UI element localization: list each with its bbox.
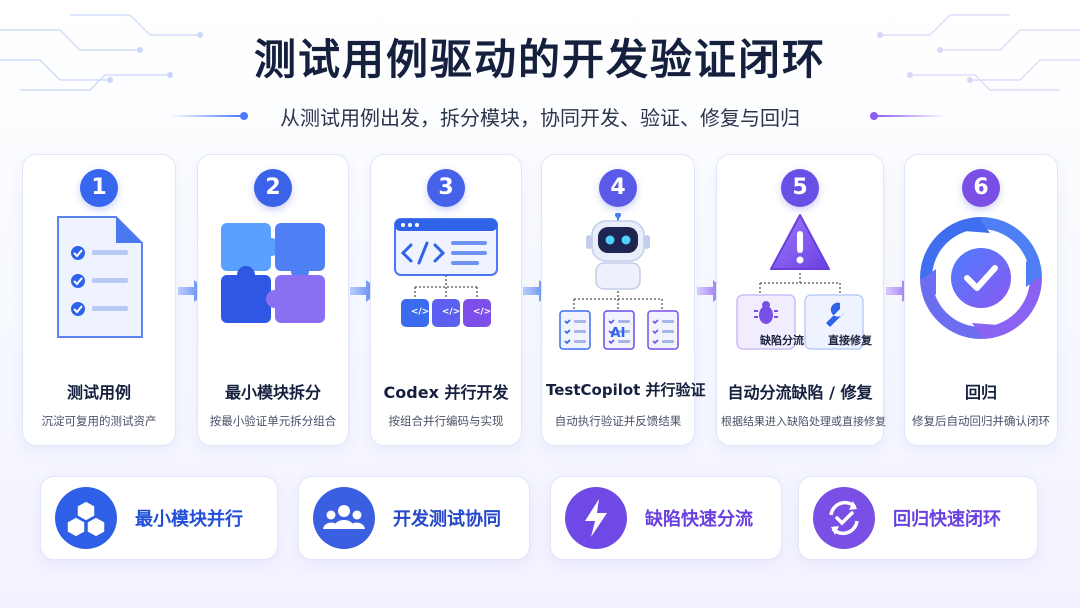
step-title: 测试用例 bbox=[66, 383, 131, 402]
subtitle-rule-left bbox=[170, 115, 242, 117]
subtitle-dot-left bbox=[240, 112, 248, 120]
robot-ai-label: AI bbox=[610, 326, 626, 341]
code-window-icon bbox=[394, 218, 498, 327]
feature-card-4: 回归快速闭环 bbox=[798, 476, 1038, 560]
puzzle-icon bbox=[221, 223, 325, 323]
step-title: 最小模块拆分 bbox=[224, 383, 321, 402]
step-number-badge: 5 bbox=[781, 169, 819, 207]
cycle-check-icon bbox=[920, 217, 1042, 339]
step-card-6: 6 回归 修复后自动回归并确认闭环 bbox=[904, 154, 1058, 446]
feature-label: 开发测试协同 bbox=[393, 509, 501, 530]
test-document-icon bbox=[57, 216, 143, 338]
team-icon bbox=[313, 487, 375, 549]
feature-card-1: 最小模块并行 bbox=[40, 476, 278, 560]
step-card-3: 3 </> </> </> Codex 并行开发 按组合并行编码与实现 bbox=[370, 154, 522, 446]
step-title: TestCopilot 并行验证 bbox=[546, 381, 706, 399]
step-description: 按组合并行编码与实现 bbox=[388, 414, 504, 428]
branch-defect-label: 缺陷分流 bbox=[760, 334, 804, 347]
wrench-icon bbox=[826, 302, 844, 327]
step-description: 自动执行验证并反馈结果 bbox=[554, 414, 682, 428]
step-description: 根据结果进入缺陷处理或直接修复 bbox=[721, 415, 886, 428]
step-card-5: 5 缺陷分流 直接修复 自动分流缺陷 / 修复 根据结果进入缺陷处理或直接修复 bbox=[716, 154, 886, 446]
feature-label: 最小模块并行 bbox=[135, 509, 243, 530]
step-description: 按最小验证单元拆分组合 bbox=[209, 414, 337, 428]
refresh-check-icon bbox=[813, 487, 875, 549]
step-title: Codex 并行开发 bbox=[383, 383, 509, 402]
robot-icon bbox=[559, 213, 679, 350]
step-description: 修复后自动回归并确认闭环 bbox=[912, 414, 1050, 428]
cubes-icon bbox=[55, 487, 117, 549]
page-title: 测试用例驱动的开发验证闭环 bbox=[253, 35, 826, 84]
page-subtitle: 从测试用例出发，拆分模块，协同开发、验证、修复与回归 bbox=[280, 106, 800, 130]
code-glyph-label: </> bbox=[441, 307, 461, 317]
lightning-icon bbox=[565, 487, 627, 549]
step-card-2: 2 最小模块拆分 按最小验证单元拆分组合 bbox=[197, 154, 349, 446]
step-title: 回归 bbox=[964, 383, 997, 402]
step-number-badge: 4 bbox=[599, 169, 637, 207]
feature-label: 回归快速闭环 bbox=[893, 509, 1001, 530]
bug-icon bbox=[754, 301, 778, 324]
subtitle-rule-right bbox=[874, 115, 946, 117]
step-number-badge: 2 bbox=[254, 169, 292, 207]
step-number-badge: 3 bbox=[427, 169, 465, 207]
step-card-1: 1 测试用例 沉淀可复用的测试资产 bbox=[22, 154, 176, 446]
feature-card-2: 开发测试协同 bbox=[298, 476, 530, 560]
code-glyph-label: </> bbox=[410, 307, 430, 317]
circuit-decoration-right bbox=[877, 14, 1080, 91]
feature-card-3: 缺陷快速分流 bbox=[550, 476, 782, 560]
step-number-badge: 1 bbox=[80, 169, 118, 207]
circuit-decoration-left bbox=[0, 14, 203, 91]
step-title: 自动分流缺陷 / 修复 bbox=[727, 383, 873, 402]
step-card-4: 4 AI T bbox=[541, 154, 706, 446]
warning-icon bbox=[736, 214, 864, 350]
step-number-badge: 6 bbox=[962, 169, 1000, 207]
feature-label: 缺陷快速分流 bbox=[645, 509, 753, 530]
branch-fix-label: 直接修复 bbox=[828, 334, 872, 347]
step-description: 沉淀可复用的测试资产 bbox=[41, 414, 157, 428]
code-glyph-label: </> bbox=[472, 307, 492, 317]
